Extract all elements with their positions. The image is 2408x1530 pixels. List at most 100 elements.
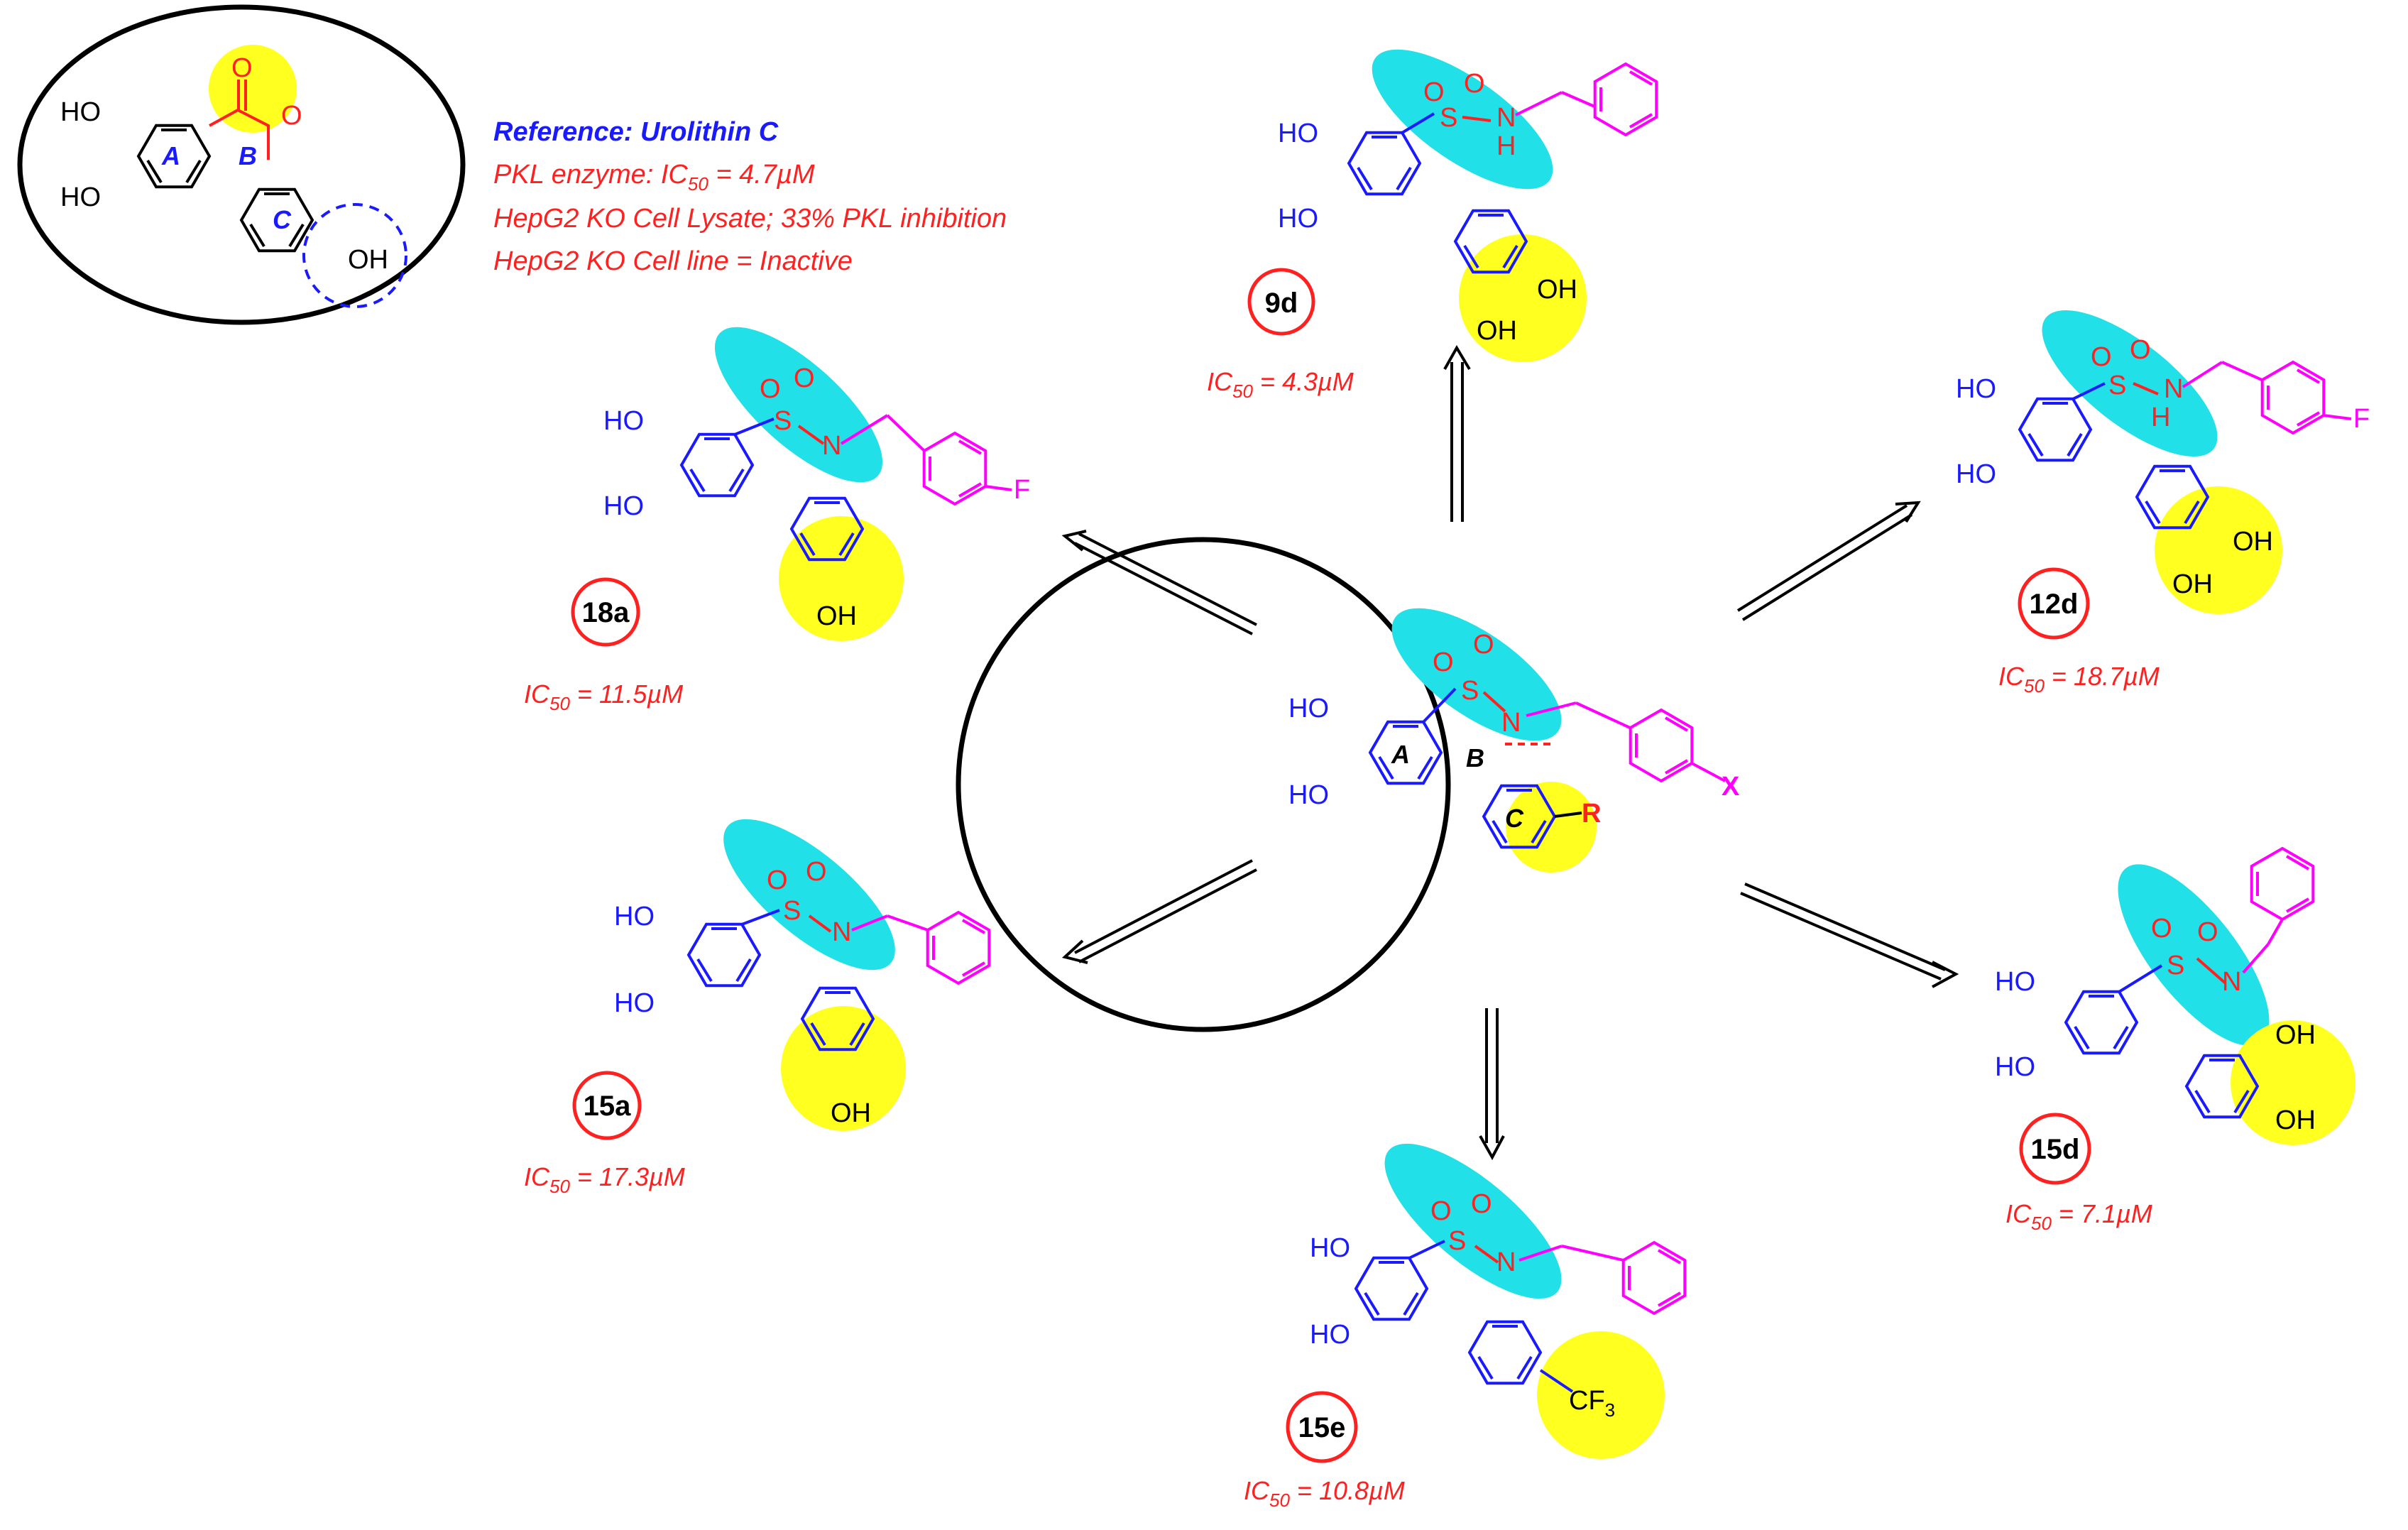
core-ring-label-c: C: [1505, 804, 1524, 833]
compound-18a: S O O N F HO HO OH 18a IC50 = 11.5µM: [524, 327, 1030, 714]
18a-ring-a: [680, 432, 754, 498]
9d-label: 9d: [1265, 288, 1298, 319]
15e-atom-o1: O: [1430, 1196, 1452, 1226]
15e-sulfonamide-highlight: [1384, 1143, 1562, 1299]
15d-oh-highlight: [2231, 1020, 2355, 1145]
15d-atom-n: N: [2222, 967, 2241, 997]
reference-ring-label-a: A: [161, 141, 180, 170]
15e-label-circle: [1286, 1391, 1358, 1463]
arrow-lower-left: [1061, 859, 1257, 964]
reference-oh-bottom: HO: [60, 182, 101, 212]
9d-oh-bottom: HO: [1278, 204, 1318, 234]
15d-atom-o1: O: [2151, 914, 2172, 944]
core-bond-n-to-ch2: [1526, 701, 1577, 717]
arrows: [1061, 345, 1959, 1161]
12d-ic50: IC50 = 18.7µM: [1998, 662, 2160, 696]
reference-oh-ring-c: OH: [348, 245, 388, 275]
9d-atom-n: N: [1496, 103, 1516, 133]
core-sulfonamide-highlight: [1391, 608, 1562, 741]
reference-ring-label-b: B: [239, 141, 257, 170]
15a-oh-top: HO: [614, 902, 655, 931]
15d-atom-o2: O: [2197, 917, 2218, 947]
18a-atom-o1: O: [760, 374, 781, 404]
18a-atom-f: F: [1014, 475, 1030, 505]
15d-atom-s: S: [2167, 951, 2184, 980]
15a-sulfonamide-highlight: [723, 819, 895, 971]
9d-oh-c2: OH: [1477, 316, 1517, 346]
15e-atom-o2: O: [1471, 1189, 1492, 1219]
arrow-upper-left: [1061, 530, 1257, 635]
15e-atom-s: S: [1448, 1226, 1466, 1256]
arrow-lower-right: [1740, 883, 1959, 988]
12d-oh-bottom: HO: [1956, 459, 1996, 489]
reference-line-3: HepG2 KO Cell line = Inactive: [493, 246, 853, 276]
9d-atom-h: H: [1496, 131, 1516, 161]
reference-info: Reference: Urolithin C PKL enzyme: IC50 …: [493, 117, 1007, 276]
core-ring-label-b: B: [1466, 743, 1484, 772]
arrow-up: [1443, 345, 1471, 522]
15a-atom-o1: O: [767, 865, 788, 895]
15e-label: 15e: [1298, 1412, 1346, 1443]
core-bond-ch2-to-ph: [1575, 701, 1631, 729]
core-panel: S O O N R X HO HO A B C: [956, 537, 1740, 1032]
12d-atom-f: F: [2353, 404, 2370, 434]
core-bond-ring-a-to-s: [1422, 687, 1457, 723]
12d-atom-n: N: [2164, 374, 2183, 404]
15a-label-circle: [572, 1071, 642, 1140]
9d-atom-o1: O: [1423, 77, 1445, 107]
18a-ic50: IC50 = 11.5µM: [524, 679, 683, 714]
15a-label: 15a: [584, 1091, 631, 1122]
core-oh-top: HO: [1288, 694, 1329, 723]
compound-15a: S O O N HO HO OH 15a IC50 = 17.3µM: [524, 819, 991, 1197]
15a-ic50: IC50 = 17.3µM: [524, 1162, 685, 1197]
18a-oh-top: HO: [603, 406, 644, 436]
15e-atom-n: N: [1496, 1247, 1516, 1277]
core-pendant-phenyl: [1629, 709, 1694, 782]
9d-label-circle: [1247, 268, 1315, 336]
15d-oh-c2: OH: [2275, 1105, 2316, 1135]
18a-oh-c: OH: [816, 601, 857, 631]
12d-atom-h: H: [2151, 403, 2170, 432]
core-ring-c-highlight: [1506, 782, 1597, 873]
15a-atom-s: S: [783, 896, 801, 926]
15e-cf3: CF3: [1569, 1386, 1615, 1421]
15a-atom-o2: O: [806, 857, 827, 887]
core-oh-bottom: HO: [1288, 780, 1329, 810]
15e-pendant-phenyl: [1621, 1241, 1687, 1315]
12d-label-circle: [2018, 567, 2090, 640]
12d-oh-c2: OH: [2172, 569, 2213, 599]
12d-label: 12d: [2030, 589, 2079, 620]
core-bond-ring-c-to-r: [1554, 812, 1582, 818]
core-atom-o1: O: [1433, 647, 1454, 677]
core-circle: [956, 537, 1451, 1032]
reference-carbonyl-highlight: [209, 45, 297, 133]
18a-label: 18a: [582, 597, 630, 628]
15e-ring-a: [1354, 1256, 1428, 1321]
reference-ellipse: [17, 4, 466, 325]
9d-ic50: IC50 = 4.3µM: [1207, 367, 1354, 402]
9d-oh-highlight: [1459, 234, 1587, 362]
compound-15e: S O O N CF3 HO HO 15e IC50 = 10.8µM: [1244, 1143, 1687, 1511]
15e-cf3-highlight: [1537, 1331, 1665, 1459]
12d-ring-a: [2018, 397, 2092, 462]
9d-oh-top: HO: [1278, 119, 1318, 148]
15e-ic50: IC50 = 10.8µM: [1244, 1476, 1405, 1511]
reference-o-carbonyl: O: [231, 53, 253, 83]
9d-pendant-phenyl: [1593, 62, 1658, 136]
reference-oh-dashed-circle: [302, 203, 407, 308]
core-atom-n: N: [1501, 708, 1521, 738]
9d-ring-a: [1347, 131, 1421, 196]
arrow-down: [1479, 1008, 1505, 1161]
reference-title: Reference: Urolithin C: [493, 117, 779, 147]
15a-pendant-phenyl: [926, 911, 991, 985]
core-atom-o2: O: [1473, 630, 1494, 660]
15a-ring-a: [687, 922, 761, 988]
15a-oh-c: OH: [831, 1098, 871, 1128]
12d-atom-o1: O: [2091, 342, 2112, 372]
15d-sulfonamide-highlight: [2118, 864, 2270, 1046]
9d-atom-s: S: [1440, 103, 1457, 133]
12d-atom-s: S: [2108, 371, 2126, 400]
reference-ring-label-c: C: [273, 205, 292, 234]
12d-sulfonamide-highlight: [2042, 310, 2218, 457]
